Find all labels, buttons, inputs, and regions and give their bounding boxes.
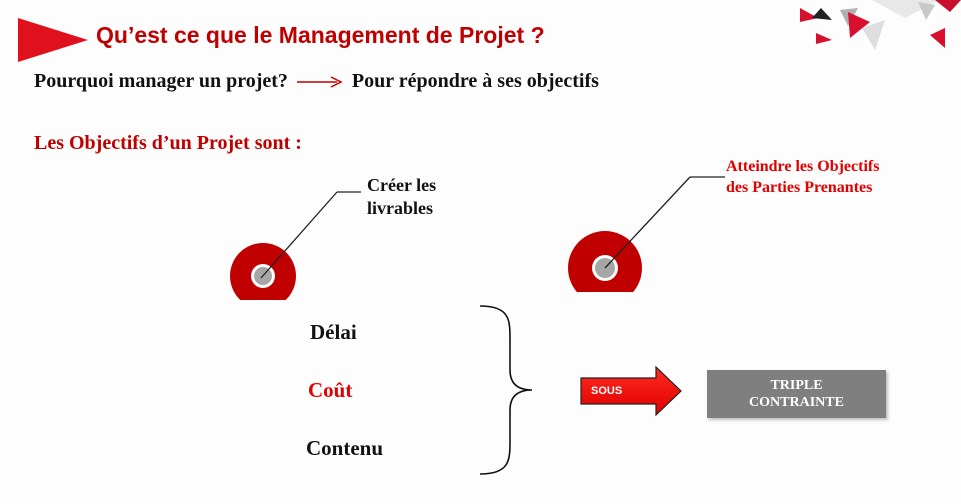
question-line: Pourquoi manager un projet? Pour répondr…	[34, 70, 599, 93]
question-answer: Pour répondre à ses objectifs	[351, 70, 599, 92]
page-title: Qu’est ce que le Management de Projet ?	[96, 22, 545, 48]
objectives-heading: Les Objectifs d’un Projet sont :	[34, 132, 302, 154]
target-left-icon	[230, 191, 361, 300]
curly-brace	[479, 305, 533, 475]
constraint-contenu: Contenu	[306, 436, 384, 460]
decorative-triangles	[800, 0, 961, 50]
target-right-icon	[568, 176, 725, 292]
objective-right-label: Atteindre les Objectifs des Parties Pren…	[726, 158, 880, 196]
constraint-delai: Délai	[310, 320, 357, 344]
sous-label: SOUS	[591, 385, 623, 397]
objective-left-label: Créer les livrables	[367, 175, 437, 218]
right-arrow-icon	[296, 76, 343, 89]
triple-contrainte-box: TRIPLE CONTRAINTE	[707, 370, 886, 418]
question-prefix: Pourquoi manager un projet?	[34, 70, 288, 92]
sous-arrow-icon	[580, 365, 682, 417]
title-marker-icon	[18, 18, 88, 62]
constraint-cout: Coût	[308, 378, 353, 402]
